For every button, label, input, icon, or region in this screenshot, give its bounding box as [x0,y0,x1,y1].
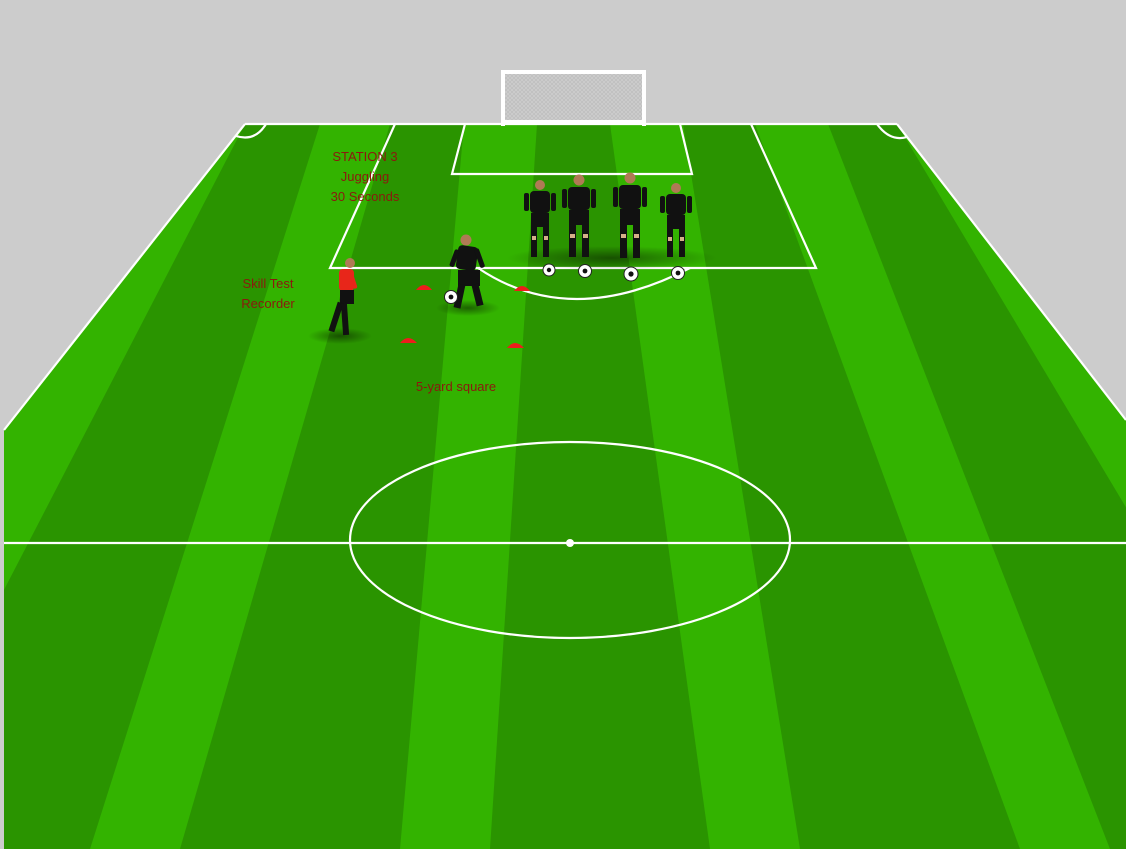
ball-icon [445,291,458,304]
ball-icon [624,267,638,281]
ball-icon [543,264,555,276]
ball-icon [579,265,592,278]
juggler-shadow [436,300,500,316]
station-activity: Juggling [341,169,389,184]
center-spot [566,539,574,547]
players-shadow [507,246,717,270]
station-duration: 30 Seconds [331,189,400,204]
recorder-shadow [308,328,372,344]
recorder-label-line1: Skill Test [242,276,293,291]
area-label: 5-yard square [416,379,496,394]
ball-icon [672,267,685,280]
station-title: STATION 3 [332,149,397,164]
goal-icon [503,72,644,126]
recorder-label-line2: Recorder [241,296,295,311]
